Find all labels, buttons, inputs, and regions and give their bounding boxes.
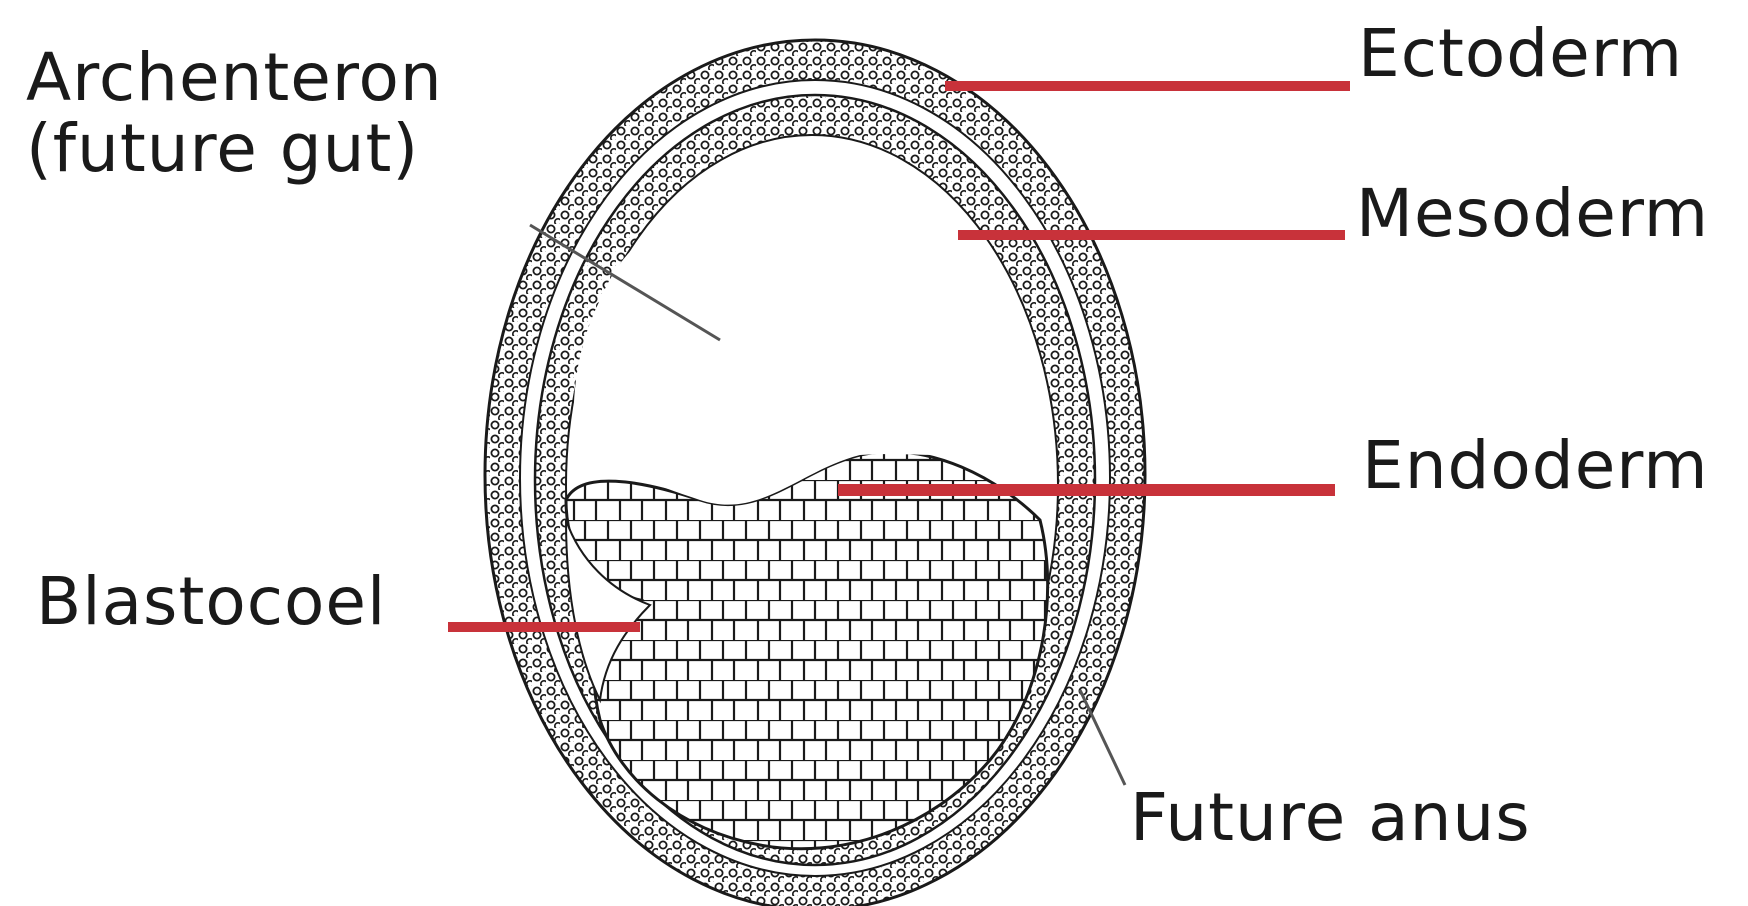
ectoderm-label: Ectoderm	[1358, 18, 1683, 89]
future-anus-label: Future anus	[1130, 782, 1531, 853]
future-anus-leader-line	[1080, 690, 1125, 785]
endoderm-label: Endoderm	[1362, 430, 1709, 501]
mesoderm-label: Mesoderm	[1356, 178, 1709, 249]
archenteron-label: Archenteron (future gut)	[26, 42, 443, 185]
blastocoel-label: Blastocoel	[36, 566, 386, 637]
archenteron-label-line2: (future gut)	[26, 113, 443, 184]
archenteron-label-line1: Archenteron	[26, 42, 443, 113]
